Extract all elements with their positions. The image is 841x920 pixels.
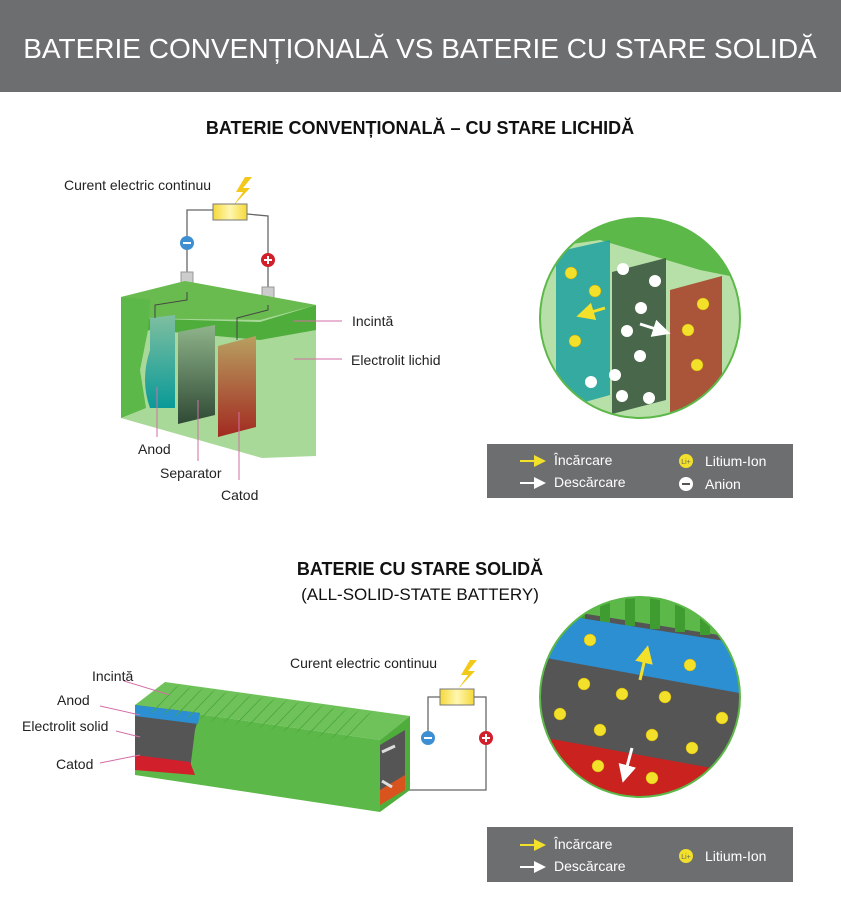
- section1-title: BATERIE CONVENȚIONALĂ – CU STARE LICHIDĂ: [206, 117, 634, 138]
- cooling-fin: [222, 694, 252, 725]
- header-bar: [0, 0, 841, 92]
- label-cathode-2: Catod: [56, 756, 93, 772]
- cooling-fin: [198, 690, 228, 721]
- cooling-fin: [234, 695, 264, 726]
- legend-anion: Anion: [705, 476, 741, 492]
- solid-state-battery-diagram: Curent electric continuu Incintă Anod El…: [22, 655, 493, 812]
- label-enclosure: Incintă: [352, 313, 393, 329]
- section2-subtitle: (ALL-SOLID-STATE BATTERY): [301, 585, 539, 604]
- cooling-fin: [174, 687, 204, 718]
- cooling-fin: [162, 685, 192, 716]
- cooling-fin: [186, 689, 216, 720]
- label-enclosure-2: Incintă: [92, 668, 133, 684]
- load-resistor-icon-2: [439, 688, 475, 706]
- label-cathode: Catod: [221, 487, 258, 503]
- label-separator: Separator: [160, 465, 222, 481]
- cooling-fin: [330, 709, 360, 740]
- current-label: Curent electric continuu: [64, 177, 211, 193]
- page-title: BATERIE CONVENȚIONALĂ VS BATERIE CU STAR…: [23, 33, 817, 64]
- section2-title: BATERIE CU STARE SOLIDĂ: [297, 558, 543, 579]
- legend-lithium-ion-2: Litium-Ion: [705, 848, 766, 864]
- cooling-fin: [246, 697, 276, 728]
- liquid-battery-zoom-circle: [540, 218, 740, 418]
- ion-symbol-2: Li+: [681, 854, 691, 861]
- cooling-fin: [150, 684, 180, 714]
- legend-conventional: Încărcare Descărcare Li+ Litium-Ion Anio…: [487, 444, 793, 498]
- cooling-fin: [318, 707, 348, 738]
- legend-solid-state: Încărcare Descărcare Li+ Litium-Ion: [487, 827, 793, 882]
- lithium-ion-icon: [679, 454, 693, 468]
- cooling-fin: [342, 711, 372, 742]
- cooling-fin: [270, 701, 300, 731]
- lightning-icon: [233, 177, 252, 206]
- conventional-battery-diagram: Curent electric continuu Incintă Electro…: [64, 177, 440, 503]
- lightning-icon-2: [458, 660, 477, 689]
- cooling-fin: [258, 699, 288, 730]
- cooling-fin: [282, 702, 312, 733]
- solid-battery-zoom-circle: [540, 597, 740, 797]
- cooling-fin: [294, 704, 324, 735]
- current-label-2: Curent electric continuu: [290, 655, 437, 671]
- label-anode-2: Anod: [57, 692, 90, 708]
- label-solid-electrolyte: Electrolit solid: [22, 718, 108, 734]
- cooling-fin: [306, 706, 336, 737]
- label-liquid-electrolyte: Electrolit lichid: [351, 352, 440, 368]
- ion-symbol: Li+: [681, 459, 691, 466]
- legend-discharge-2: Descărcare: [554, 858, 626, 874]
- cooling-fin: [210, 692, 240, 723]
- legend-lithium-ion: Litium-Ion: [705, 453, 766, 469]
- label-anode: Anod: [138, 441, 171, 457]
- load-resistor-icon: [212, 203, 248, 221]
- lithium-ion-icon-2: [679, 849, 693, 863]
- legend-charge-2: Încărcare: [553, 836, 613, 852]
- legend-charge: Încărcare: [553, 452, 613, 468]
- legend-discharge: Descărcare: [554, 474, 626, 490]
